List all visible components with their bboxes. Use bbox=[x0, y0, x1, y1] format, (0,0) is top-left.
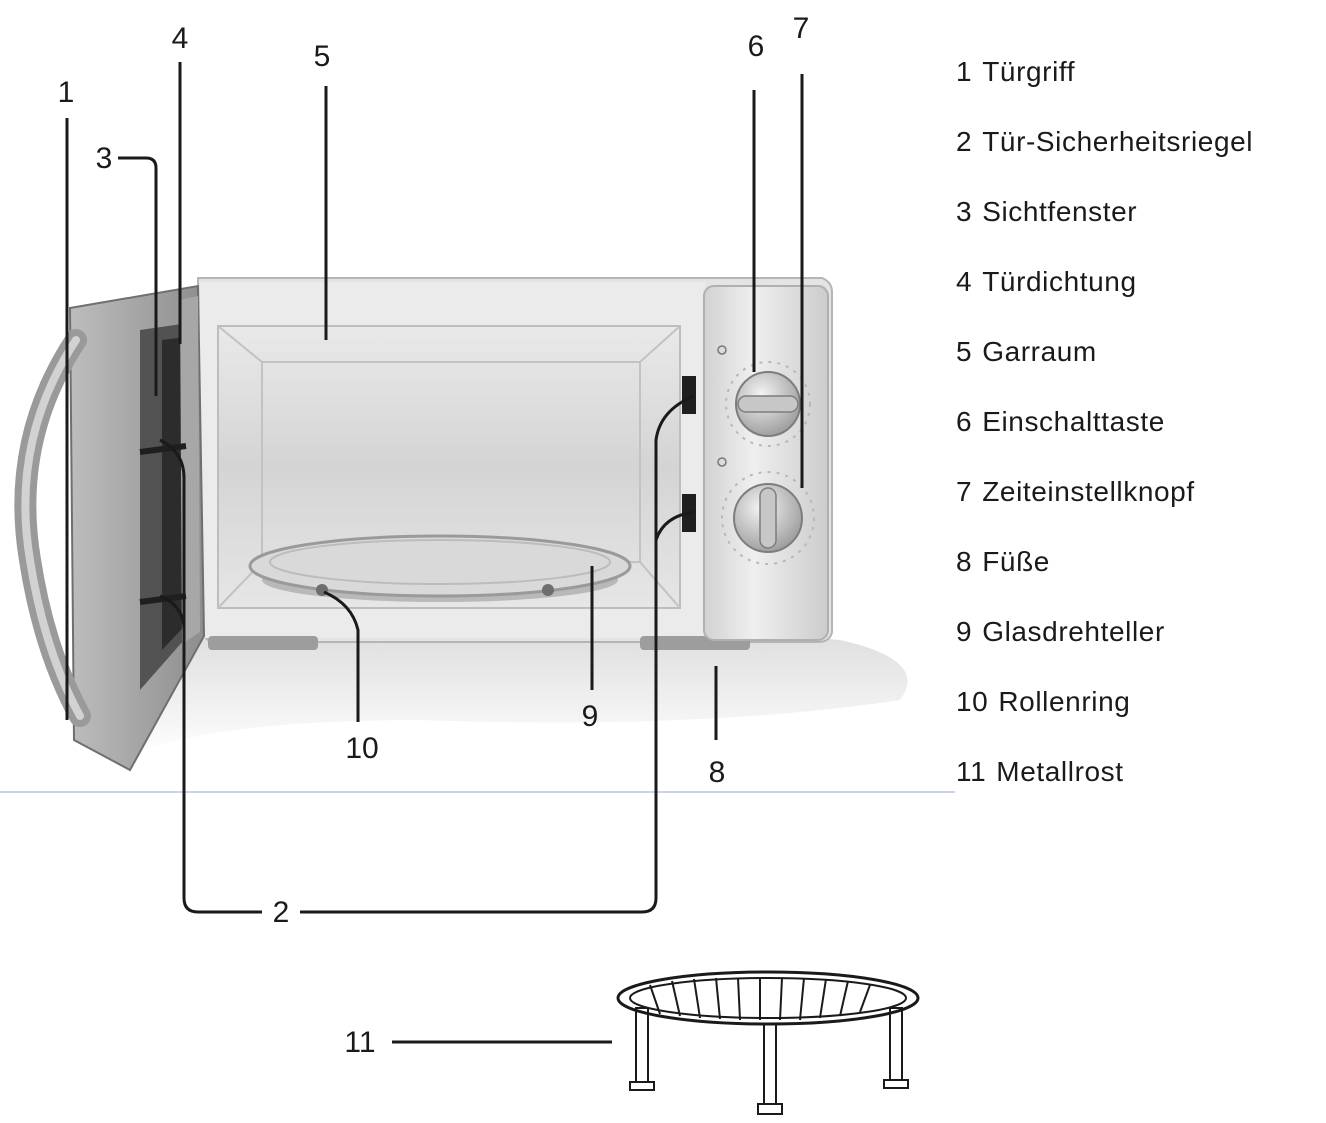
callout-2: 2 bbox=[273, 896, 290, 929]
legend-number: 9 bbox=[956, 616, 973, 647]
callout-6: 6 bbox=[748, 30, 765, 63]
callout-10: 10 bbox=[345, 732, 378, 765]
legend-item: 6 Einschalttaste bbox=[956, 402, 1253, 472]
legend-item: 11 Metallrost bbox=[956, 752, 1253, 822]
legend-item: 7 Zeiteinstellknopf bbox=[956, 472, 1253, 542]
control-panel bbox=[703, 285, 829, 641]
legend-label: Rollenring bbox=[998, 686, 1131, 717]
legend-number: 7 bbox=[956, 476, 973, 507]
legend-number: 11 bbox=[956, 756, 987, 787]
callout-11: 11 bbox=[344, 1026, 375, 1059]
legend-item: 9 Glasdrehteller bbox=[956, 612, 1253, 682]
power-knob bbox=[725, 361, 811, 447]
legend-label: Garraum bbox=[982, 336, 1097, 367]
callout-9: 9 bbox=[582, 700, 599, 733]
legend-number: 8 bbox=[956, 546, 973, 577]
legend-item: 2 Tür-Sicherheitsriegel bbox=[956, 122, 1253, 192]
legend-label: Metallrost bbox=[996, 756, 1124, 787]
legend-number: 2 bbox=[956, 126, 973, 157]
legend-label: Glasdrehteller bbox=[982, 616, 1165, 647]
legend-label: Türdichtung bbox=[982, 266, 1137, 297]
legend-item: 10 Rollenring bbox=[956, 682, 1253, 752]
legend-item: 3 Sichtfenster bbox=[956, 192, 1253, 262]
callout-4: 4 bbox=[172, 22, 189, 55]
legend-label: Einschalttaste bbox=[982, 406, 1165, 437]
glass-turntable bbox=[248, 534, 632, 602]
legend-label: Zeiteinstellknopf bbox=[982, 476, 1195, 507]
callout-3: 3 bbox=[96, 142, 113, 175]
callout-1: 1 bbox=[58, 76, 75, 109]
legend-label: Füße bbox=[982, 546, 1050, 577]
legend-label: Türgriff bbox=[982, 56, 1076, 87]
timer-knob bbox=[721, 471, 815, 565]
callout-7: 7 bbox=[793, 12, 810, 45]
legend-number: 6 bbox=[956, 406, 973, 437]
legend-number: 5 bbox=[956, 336, 973, 367]
legend-number: 4 bbox=[956, 266, 973, 297]
floor-shadow bbox=[0, 620, 955, 793]
legend-item: 5 Garraum bbox=[956, 332, 1253, 402]
leader-lines bbox=[65, 62, 804, 1044]
legend-number: 3 bbox=[956, 196, 973, 227]
legend-item: 4 Türdichtung bbox=[956, 262, 1253, 332]
legend-item: 1 Türgriff bbox=[956, 52, 1253, 122]
legend-number: 1 bbox=[956, 56, 973, 87]
legend-label: Sichtfenster bbox=[982, 196, 1138, 227]
open-door bbox=[14, 284, 206, 772]
legend-number: 10 bbox=[956, 686, 989, 717]
parts-legend: 1 Türgriff 2 Tür-Sicherheitsriegel 3 Sichtf… bbox=[956, 52, 1253, 822]
foot-left bbox=[208, 636, 318, 650]
legend-label: Tür-Sicherheitsriegel bbox=[982, 126, 1254, 157]
callout-numbers: 1 3 4 5 6 7 8 9 10 2 11 bbox=[58, 12, 810, 1059]
callout-8: 8 bbox=[709, 756, 726, 789]
legend-item: 8 Füße bbox=[956, 542, 1253, 612]
metal-rack bbox=[616, 970, 920, 1115]
callout-5: 5 bbox=[314, 40, 331, 73]
